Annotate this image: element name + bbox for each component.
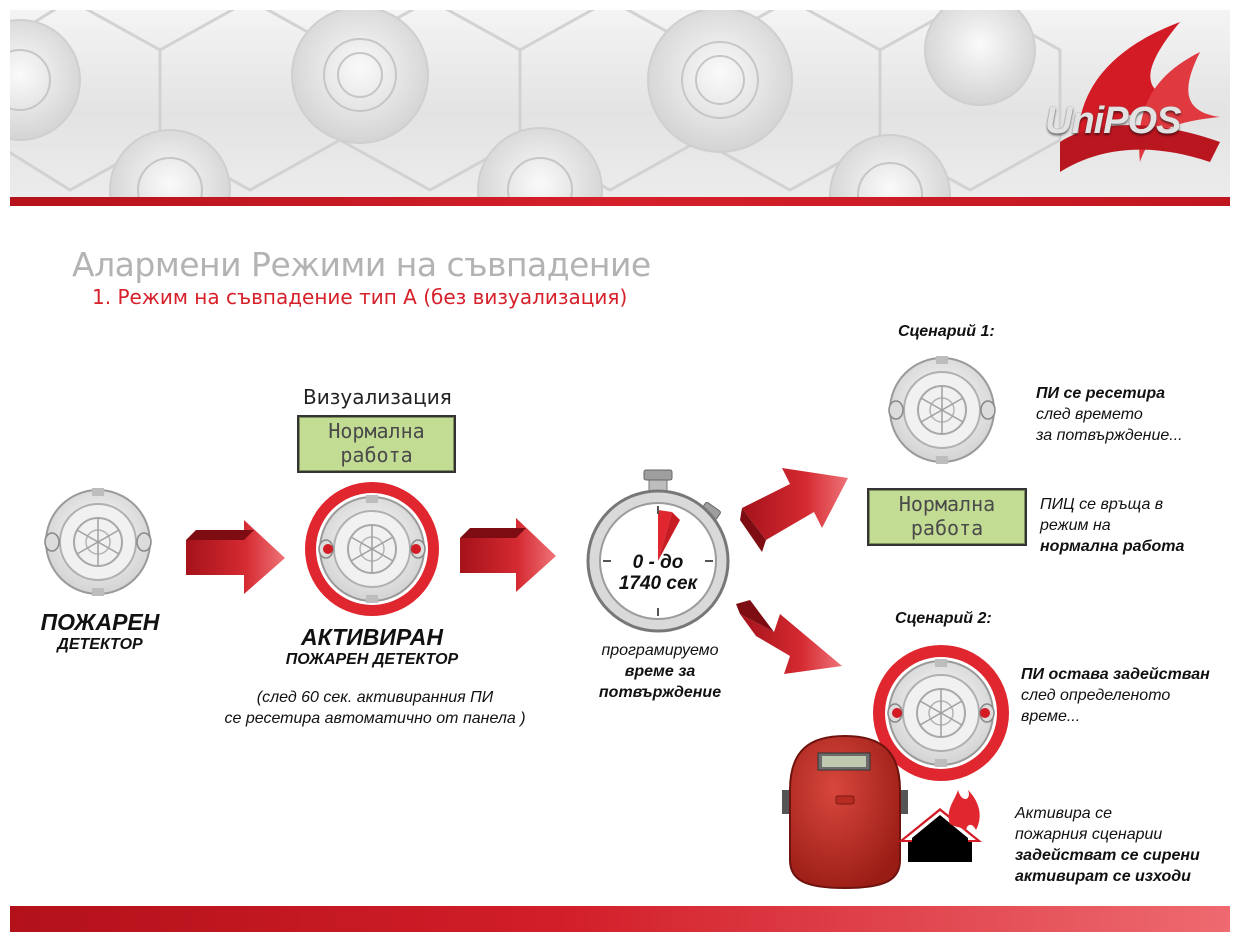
activated-note-line-1: (след 60 сек. активиранния ПИ	[256, 689, 494, 706]
scenario2-act-line-2: пожарния сценарии	[1015, 826, 1163, 843]
scenario1-heading: Сценарий 1:	[898, 323, 995, 340]
timer-caption-line-2: време за	[624, 663, 696, 680]
visualization-label: Визуализация	[303, 385, 452, 409]
lcd-line-2: работа	[340, 443, 413, 467]
scenario1-lcd-line-2: работа	[910, 516, 984, 540]
timer-line-1: 0 - до	[632, 552, 684, 573]
scenario1-description: ПИ се ресетира след времето за потвържде…	[1036, 383, 1183, 446]
timer-range-label: 0 - до 1740 сек	[608, 552, 708, 594]
scenario1-desc-line-2: след времето	[1036, 406, 1143, 423]
detector-label-line-1: ПОЖАРЕН	[40, 609, 160, 635]
scenario1-panel-line-2: режим на	[1040, 517, 1111, 534]
stopwatch-icon	[586, 469, 730, 633]
footer-band	[10, 906, 1230, 932]
scenario2-act-line-4: активират се изходи	[1015, 868, 1191, 885]
scenario2-desc-line-2: след определеното	[1021, 687, 1171, 704]
control-panel-icon	[782, 734, 908, 890]
timer-line-2: 1740 сек	[618, 573, 698, 594]
arrow-icon-2	[460, 518, 556, 592]
header-divider	[10, 197, 1230, 206]
scenario1-lcd: Нормална работа	[867, 488, 1027, 546]
logo-text: UniPOS	[1045, 100, 1181, 142]
scenario1-panel-note: ПИЦ се връща в режим на нормална работа	[1040, 494, 1184, 557]
activated-note: (след 60 сек. активиранния ПИ се ресетир…	[190, 687, 560, 729]
burning-house-icon	[898, 790, 982, 862]
timer-caption: програмируемо време за потвърждение	[580, 640, 740, 703]
activated-label-line-1: АКТИВИРАН	[301, 624, 443, 650]
unipos-logo-icon	[1060, 22, 1220, 172]
scenario2-description: ПИ остава задействан след определеното в…	[1021, 664, 1210, 727]
page-subtitle: 1. Режим на съвпадение тип А (без визуал…	[92, 285, 628, 309]
scenario2-desc-line-1: ПИ остава задействан	[1021, 666, 1210, 683]
smoke-detector-icon	[44, 487, 152, 597]
detector-label-line-2: ДЕТЕКТОР	[57, 636, 143, 653]
lcd-line-1: Нормална	[328, 419, 425, 443]
arrow-up-icon	[740, 468, 848, 552]
scenario2-activation-note: Активира се пожарния сценарии задействат…	[1015, 803, 1200, 887]
timer-caption-line-3: потвърждение	[598, 684, 722, 701]
arrow-down-icon	[736, 600, 842, 674]
activated-detector-icon	[305, 482, 439, 616]
scenario2-heading: Сценарий 2:	[895, 610, 992, 627]
scenario2-act-line-3: задействат се сирени	[1015, 847, 1200, 864]
visualization-lcd: Нормална работа	[297, 415, 456, 473]
arrow-icon-1	[186, 520, 285, 594]
activated-label: АКТИВИРАН ПОЖАРЕН ДЕТЕКТОР	[262, 624, 482, 669]
scenario1-panel-line-3: нормална работа	[1040, 538, 1185, 555]
scenario2-act-line-1: Активира се	[1015, 805, 1113, 822]
scenario1-panel-line-1: ПИЦ се връща в	[1040, 496, 1164, 513]
page-title: Алармени Режими на съвпадение	[72, 245, 651, 284]
detector-label: ПОЖАРЕН ДЕТЕКТОР	[20, 609, 180, 654]
scenario1-desc-line-1: ПИ се ресетира	[1036, 385, 1166, 402]
scenario2-activated-detector-icon	[873, 645, 1009, 781]
scenario1-lcd-line-1: Нормална	[898, 492, 996, 516]
activated-label-line-2: ПОЖАРЕН ДЕТЕКТОР	[285, 651, 459, 668]
scenario1-detector-icon	[888, 355, 996, 465]
detector-pattern-background	[10, 10, 1062, 198]
scenario2-desc-line-3: време...	[1021, 708, 1081, 725]
header-banner	[10, 10, 1230, 198]
activated-note-line-2: се ресетира автоматично от панела )	[224, 710, 526, 727]
scenario1-desc-line-3: за потвърждение...	[1036, 427, 1183, 444]
timer-caption-line-1: програмируемо	[601, 642, 719, 659]
